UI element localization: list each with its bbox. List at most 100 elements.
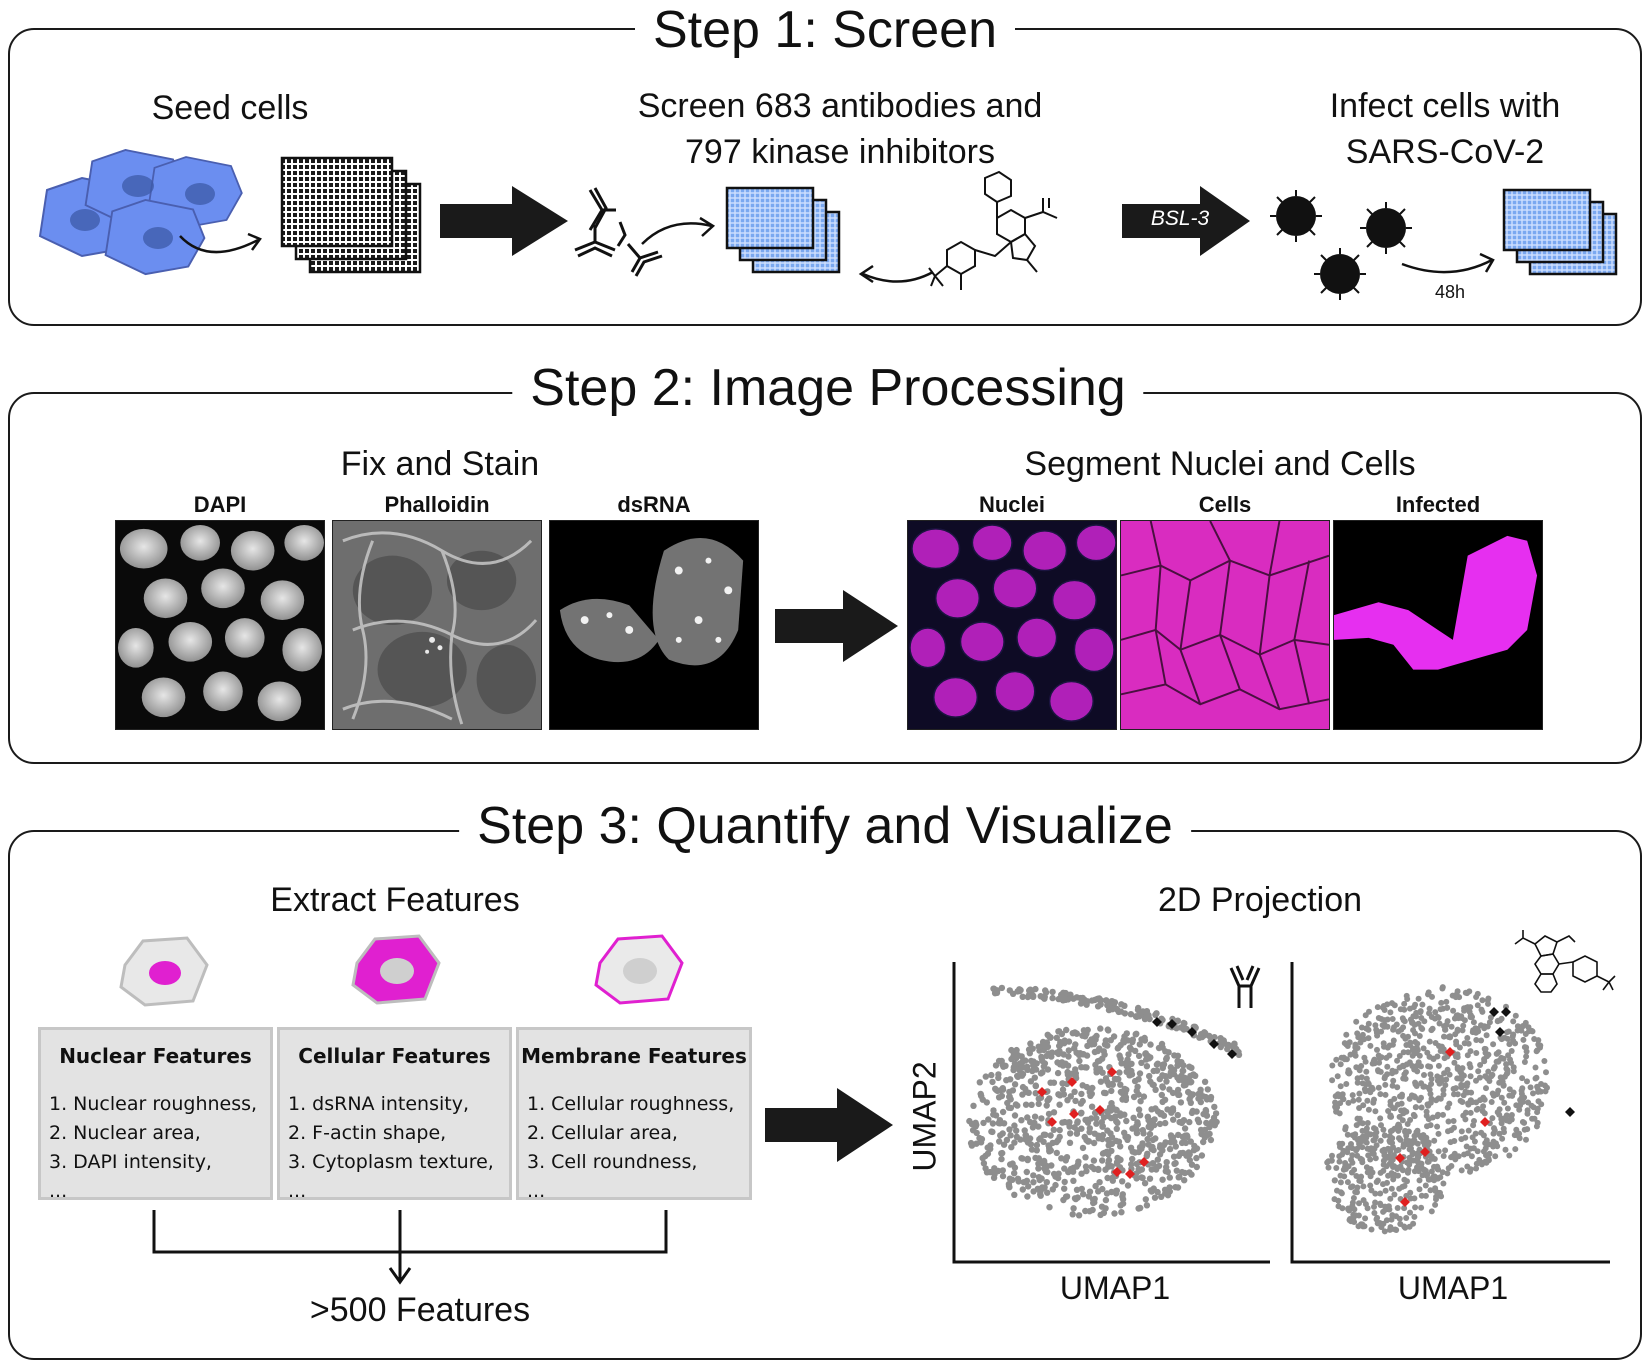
highlight-point: [1095, 1105, 1105, 1115]
scatter-point: [1135, 1004, 1142, 1012]
scatter-point: [1414, 1127, 1421, 1134]
scatter-point: [1103, 1148, 1110, 1155]
scatter-point: [1406, 1146, 1413, 1153]
scatter-point: [1385, 1108, 1392, 1114]
scatter-point: [1187, 1138, 1194, 1145]
scatter-point: [1442, 1147, 1449, 1154]
scatter-point: [995, 1167, 1002, 1175]
scatter-point: [1163, 1159, 1170, 1166]
scatter-point: [1482, 1158, 1489, 1165]
scatter-point: [1077, 1000, 1085, 1007]
scatter-point: [1123, 1117, 1130, 1125]
scatter-point: [1006, 1126, 1013, 1133]
scatter-point: [1440, 1091, 1447, 1098]
scatter-point: [1336, 1158, 1343, 1165]
highlight-point: [1067, 1077, 1077, 1087]
scatter-point: [1478, 1037, 1485, 1044]
scatter-point: [1017, 1136, 1024, 1143]
scatter-point: [1337, 1061, 1344, 1068]
scatter-point: [1414, 1140, 1421, 1147]
scatter-point: [1424, 1101, 1431, 1108]
scatter-point: [1464, 1163, 1471, 1170]
scatter-point: [1021, 1127, 1028, 1134]
highlight-point: [1395, 1153, 1405, 1163]
scatter-point: [1379, 1147, 1386, 1154]
scatter-point: [1490, 1065, 1497, 1072]
scatter-point: [1450, 1085, 1457, 1092]
scatter-point: [1498, 1054, 1505, 1061]
scatter-point: [1140, 1093, 1148, 1100]
scatter-point: [1372, 1131, 1379, 1138]
scatter-point: [1099, 1055, 1106, 1062]
scatter-point: [1417, 1008, 1424, 1015]
scatter-point: [1136, 1112, 1144, 1119]
scatter-point: [1399, 1117, 1406, 1124]
scatter-point: [1061, 1037, 1068, 1044]
scatter-point: [1523, 1136, 1529, 1143]
scatter-point: [1045, 1050, 1052, 1057]
scatter-point: [1380, 1157, 1387, 1164]
scatter-point: [1129, 1038, 1136, 1046]
scatter-point: [1203, 1132, 1210, 1139]
scatter-point: [1193, 1108, 1200, 1115]
scatter-point: [1163, 1078, 1170, 1085]
scatter-point: [1519, 1119, 1526, 1125]
scatter-point: [1470, 1122, 1477, 1129]
scatter-point: [1427, 1187, 1434, 1194]
scatter-point: [1025, 1183, 1032, 1190]
scatter-point: [1352, 1052, 1359, 1059]
scatter-point: [1164, 1192, 1172, 1199]
highlight-point: [1501, 1007, 1511, 1017]
scatter-point: [1206, 1124, 1213, 1131]
scatter-point: [1159, 1084, 1167, 1091]
scatter-point: [1003, 1077, 1010, 1084]
scatter-point: [1132, 1047, 1139, 1055]
highlight-point: [1167, 1019, 1177, 1029]
scatter-point: [1344, 1179, 1351, 1186]
scatter-point: [1401, 1006, 1408, 1013]
scatter-point: [1367, 1089, 1374, 1096]
scatter-point: [1073, 1186, 1081, 1193]
scatter-point: [1126, 1044, 1134, 1051]
scatter-point: [1364, 1205, 1371, 1212]
scatter-point: [1506, 1041, 1513, 1048]
scatter-point: [1397, 1163, 1404, 1170]
scatter-point: [1403, 1061, 1410, 1068]
scatter-point: [1069, 1168, 1077, 1175]
scatter-point: [1032, 1082, 1039, 1090]
scatter-point: [1394, 1084, 1401, 1091]
scatter-point: [1476, 1074, 1483, 1081]
scatter-point: [1052, 1173, 1059, 1180]
scatter-point: [1030, 1179, 1037, 1186]
scatter-point: [1029, 992, 1037, 999]
scatter-point: [1496, 1111, 1503, 1118]
scatter-point: [1035, 1165, 1042, 1172]
highlight-point: [1489, 1007, 1499, 1017]
scatter-point: [1187, 1099, 1194, 1106]
segment-label: Segment Nuclei and Cells: [1024, 445, 1416, 483]
scatter-point: [1097, 1025, 1104, 1032]
scatter-point: [1151, 1194, 1159, 1201]
scatter-point: [1416, 1177, 1423, 1184]
scatter-point: [1193, 1154, 1200, 1162]
scatter-point: [1416, 1033, 1423, 1039]
scatter-point: [1133, 1129, 1141, 1137]
scatter-point: [1037, 1192, 1044, 1199]
scatter-point: [1457, 1068, 1464, 1075]
scatter-point: [1038, 1055, 1045, 1062]
scatter-point: [1345, 1099, 1352, 1106]
scatter-point: [1497, 1074, 1504, 1081]
scatter-point: [1124, 1056, 1131, 1063]
scatter-point: [980, 1119, 987, 1127]
scatter-point: [1180, 1062, 1187, 1069]
scatter-point: [1440, 1111, 1446, 1118]
scatter-point: [1200, 1138, 1207, 1146]
scatter-point: [1416, 1186, 1423, 1193]
scatter-point: [1035, 1043, 1042, 1050]
scatter-point: [1384, 1063, 1391, 1070]
scatter-point: [1036, 1176, 1043, 1184]
scatter-point: [1347, 1051, 1354, 1058]
scatter-point: [1058, 1059, 1066, 1066]
scatter-point: [1436, 1043, 1442, 1049]
scatter-point: [1374, 1046, 1380, 1053]
